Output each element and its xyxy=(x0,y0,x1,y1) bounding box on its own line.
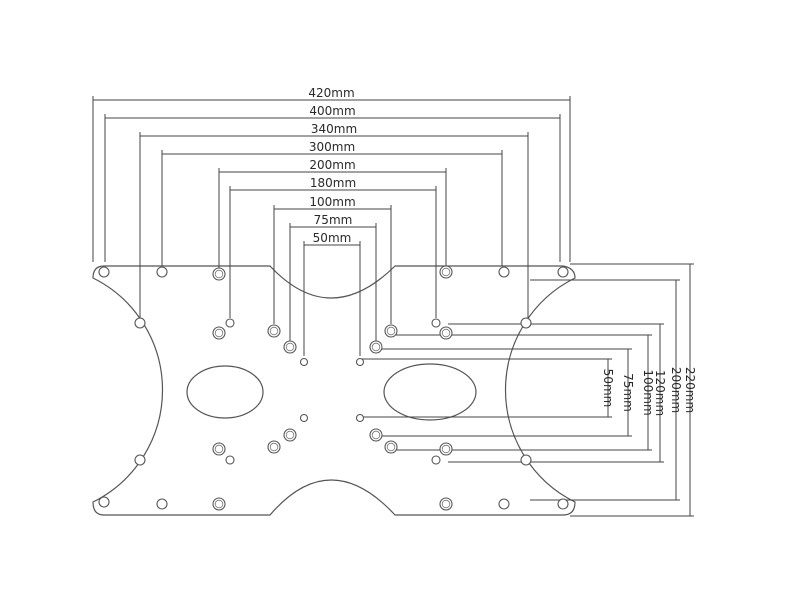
mounting-hole-ring xyxy=(214,499,224,509)
mounting-hole xyxy=(212,326,226,340)
mounting-hole-ring xyxy=(285,342,295,352)
h-dim-label: 300mm xyxy=(309,140,355,154)
left-slot xyxy=(186,365,264,419)
v-dim-label: 50mm xyxy=(601,369,615,408)
mounting-hole xyxy=(369,428,383,442)
mounting-hole xyxy=(384,440,398,454)
h-dim-label: 75mm xyxy=(314,213,353,227)
mounting-hole-ring xyxy=(371,342,381,352)
v-dim-label: 100mm xyxy=(641,369,655,415)
right-slot xyxy=(383,363,477,421)
mounting-hole xyxy=(299,357,309,367)
mounting-hole-ring xyxy=(285,430,295,440)
mounting-hole-ring xyxy=(441,499,451,509)
mounting-hole-ring xyxy=(214,444,224,454)
mounting-hole-ring xyxy=(441,328,451,338)
mounting-hole xyxy=(156,498,168,510)
mounting-hole-ring xyxy=(371,430,381,440)
mounting-hole xyxy=(439,442,453,456)
v-dim-label: 200mm xyxy=(669,367,683,413)
mounting-hole xyxy=(212,442,226,456)
h-dim-label: 100mm xyxy=(309,195,355,209)
mounting-hole xyxy=(98,266,110,278)
mounting-hole xyxy=(439,265,453,279)
mounting-hole xyxy=(557,498,569,510)
h-dim-label: 180mm xyxy=(310,176,356,190)
mounting-hole xyxy=(520,454,532,466)
mounting-hole-ring xyxy=(386,442,396,452)
mounting-hole-ring xyxy=(386,326,396,336)
mounting-hole-ring xyxy=(269,442,279,452)
h-dim-label: 400mm xyxy=(309,104,355,118)
mounting-hole xyxy=(283,340,297,354)
h-dim-label: 200mm xyxy=(309,158,355,172)
v-dim-label: 75mm xyxy=(621,373,635,412)
mounting-hole xyxy=(384,324,398,338)
mounting-hole xyxy=(439,326,453,340)
mounting-hole xyxy=(134,317,146,329)
mounting-hole-ring xyxy=(214,328,224,338)
mounting-hole xyxy=(520,317,532,329)
mounting-hole xyxy=(369,340,383,354)
mounting-hole xyxy=(283,428,297,442)
h-dim-label: 50mm xyxy=(313,231,352,245)
mounting-hole xyxy=(98,496,110,508)
mounting-hole-ring xyxy=(269,326,279,336)
mounting-hole xyxy=(225,318,235,328)
h-dim-label: 340mm xyxy=(311,122,357,136)
h-dim-label: 420mm xyxy=(308,86,354,100)
mounting-hole xyxy=(212,267,226,281)
mounting-hole xyxy=(439,497,453,511)
mounting-hole xyxy=(267,324,281,338)
v-dim-label: 220mm xyxy=(683,367,697,413)
mounting-hole xyxy=(299,413,309,423)
mounting-hole xyxy=(212,497,226,511)
mounting-hole-ring xyxy=(441,444,451,454)
mounting-hole xyxy=(431,455,441,465)
v-dim-label: 120mm xyxy=(653,370,667,416)
mounting-hole-ring xyxy=(441,267,451,277)
mounting-holes xyxy=(98,265,569,511)
mounting-hole xyxy=(355,357,365,367)
mounting-hole xyxy=(498,266,510,278)
mounting-hole xyxy=(267,440,281,454)
mounting-hole xyxy=(355,413,365,423)
mounting-plate-outline xyxy=(92,265,576,516)
mounting-hole xyxy=(156,266,168,278)
mounting-hole xyxy=(431,318,441,328)
mounting-hole xyxy=(557,266,569,278)
mounting-hole-ring xyxy=(214,269,224,279)
mounting-hole xyxy=(498,498,510,510)
mounting-hole xyxy=(134,454,146,466)
mounting-hole xyxy=(225,455,235,465)
horizontal-dimensions: 420mm 400mm 340mm 300mm 200mm 180mm 100mm 75mm 5… xyxy=(92,86,571,356)
